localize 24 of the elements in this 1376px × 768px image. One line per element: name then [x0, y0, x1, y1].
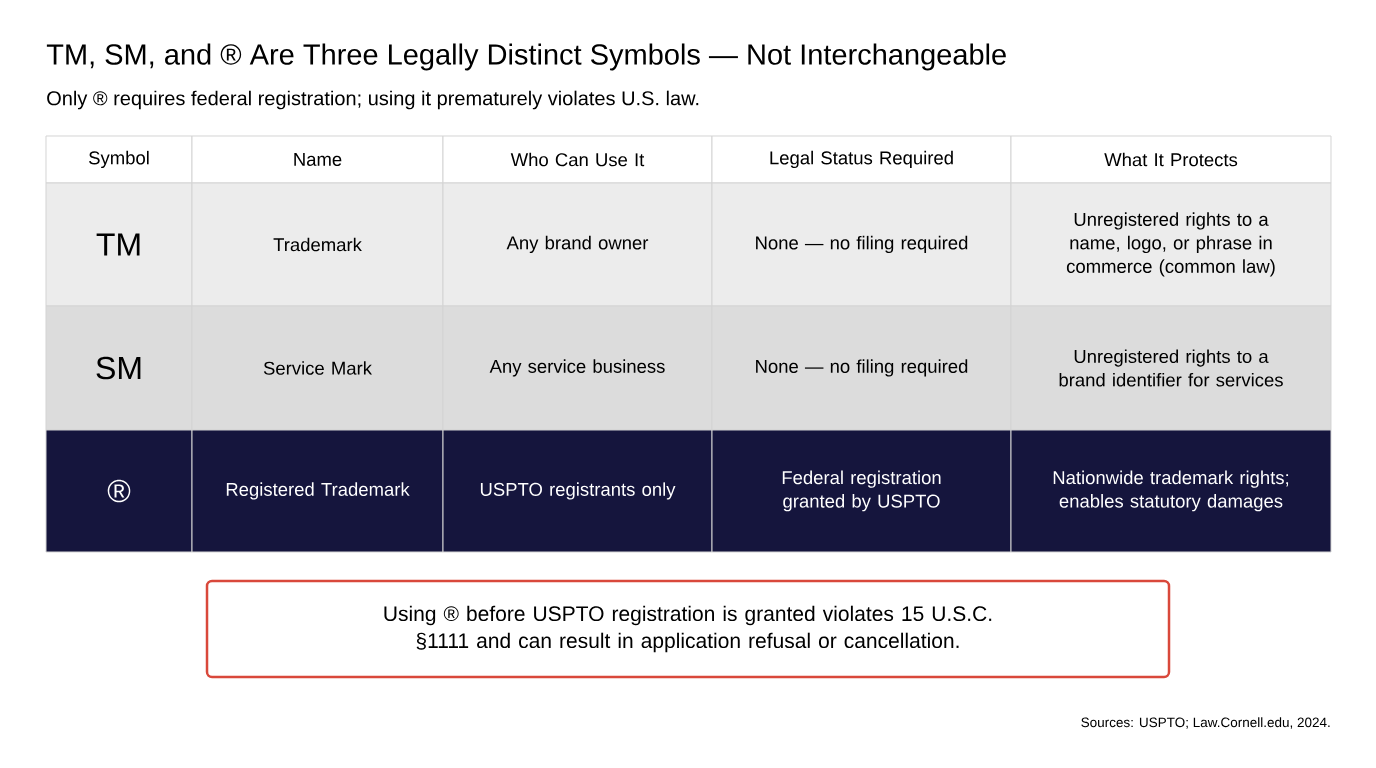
column-header: Legal Status Required — [711, 135, 1012, 184]
table-cell: Nationwide trademark rights; enables statutory damages — [1010, 429, 1332, 553]
symbol-cell: SM — [45, 305, 193, 431]
table-cell: Unregistered rights to a brand identifier for services — [1010, 305, 1332, 431]
symbol-cell: TM — [45, 182, 193, 307]
table-cell: USPTO registrants only — [442, 429, 713, 553]
table-cell: Service Mark — [191, 305, 444, 431]
table-cell: None — no filing required — [711, 305, 1012, 431]
table-cell: Any brand owner — [442, 182, 713, 307]
column-header: What It Protects — [1010, 135, 1332, 184]
table-cell: Trademark — [191, 182, 444, 307]
table-cell: Federal registration granted by USPTO — [711, 429, 1012, 553]
column-header: Who Can Use It — [442, 135, 713, 184]
table-cell: Unregistered rights to a name, logo, or phrase in commerce (common law) — [1010, 182, 1332, 307]
subtitle: Only ® requires federal registration; using it prematurely violates U.S. law. — [47, 90, 699, 110]
warning-box: Using ® before USPTO registration is granted violates 15 U.S.C. §1111 and can result in application refusal or cancellation. — [205, 579, 1171, 679]
table-cell: Any service business — [442, 305, 713, 431]
column-header: Name — [191, 135, 444, 184]
symbol-cell: ® — [45, 429, 193, 553]
table-cell: Registered Trademark — [191, 429, 444, 553]
table-cell: None — no filing required — [711, 182, 1012, 307]
title: TM, SM, and ® Are Three Legally Distinct Symbols — Not Interchangeable — [46, 43, 1006, 71]
source-note: Sources: USPTO; Law.Cornell.edu, 2024. — [1081, 717, 1330, 729]
column-header: Symbol — [45, 135, 193, 184]
